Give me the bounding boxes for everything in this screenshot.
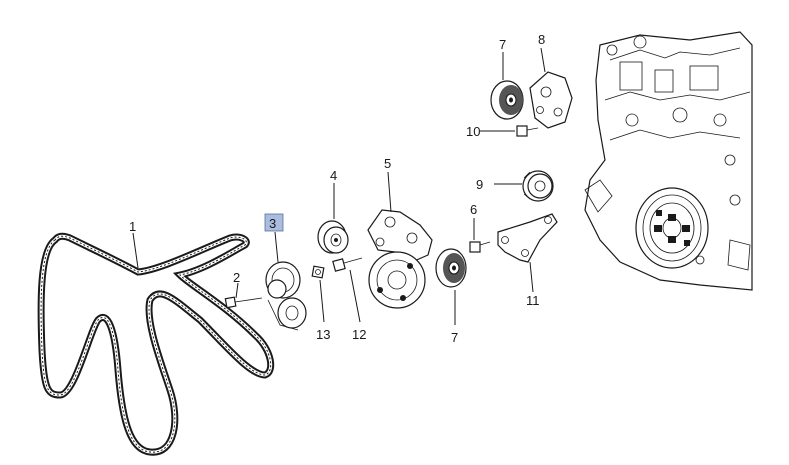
serpentine-belt[interactable] <box>37 232 275 456</box>
callout-4: 4 <box>330 168 337 183</box>
callout-10: 9 <box>476 177 483 192</box>
leader-8 <box>540 47 546 73</box>
grooved-pulley-7-upper[interactable] <box>490 80 524 120</box>
bolt-2-part[interactable] <box>224 296 263 309</box>
leader-12 <box>349 269 361 323</box>
callout-13: 13 <box>316 327 330 342</box>
callout-11: 11 <box>526 293 540 308</box>
bolt-12-part[interactable] <box>332 257 363 272</box>
callout-7-lower: 7 <box>451 330 458 345</box>
callout-3-highlight <box>264 213 284 232</box>
bolt-6-part[interactable] <box>469 241 491 253</box>
leader-2 <box>235 282 239 299</box>
idler-bracket-11[interactable] <box>497 213 558 263</box>
idler-pulley-4[interactable] <box>317 220 349 254</box>
leader-1 <box>132 232 139 269</box>
callout-1: 1 <box>129 219 136 234</box>
grooved-pulley-7-lower[interactable] <box>435 248 467 288</box>
crankshaft-pulley <box>635 187 709 269</box>
bolt-9-part[interactable] <box>516 125 539 137</box>
leader-3 <box>274 231 279 263</box>
callout-12: 12 <box>352 327 366 342</box>
callout-8: 8 <box>538 32 545 47</box>
callout-7-upper: 7 <box>499 37 506 52</box>
callout-9: 10 <box>466 124 480 139</box>
nut-13-part[interactable] <box>311 265 325 279</box>
callout-2: 2 <box>233 270 240 285</box>
leader-5 <box>387 171 392 213</box>
idler-pulley-10[interactable] <box>522 170 554 202</box>
belt-tensioner[interactable] <box>265 261 307 331</box>
mounting-bracket-5[interactable] <box>367 209 433 309</box>
callout-3: 3 <box>269 216 276 231</box>
callout-6: 6 <box>470 202 477 217</box>
bracket-8-part[interactable] <box>529 71 573 129</box>
callout-5: 5 <box>384 156 391 171</box>
engine-block-illustration <box>584 31 753 291</box>
leader-11 <box>529 261 534 293</box>
leader-13 <box>319 279 325 323</box>
